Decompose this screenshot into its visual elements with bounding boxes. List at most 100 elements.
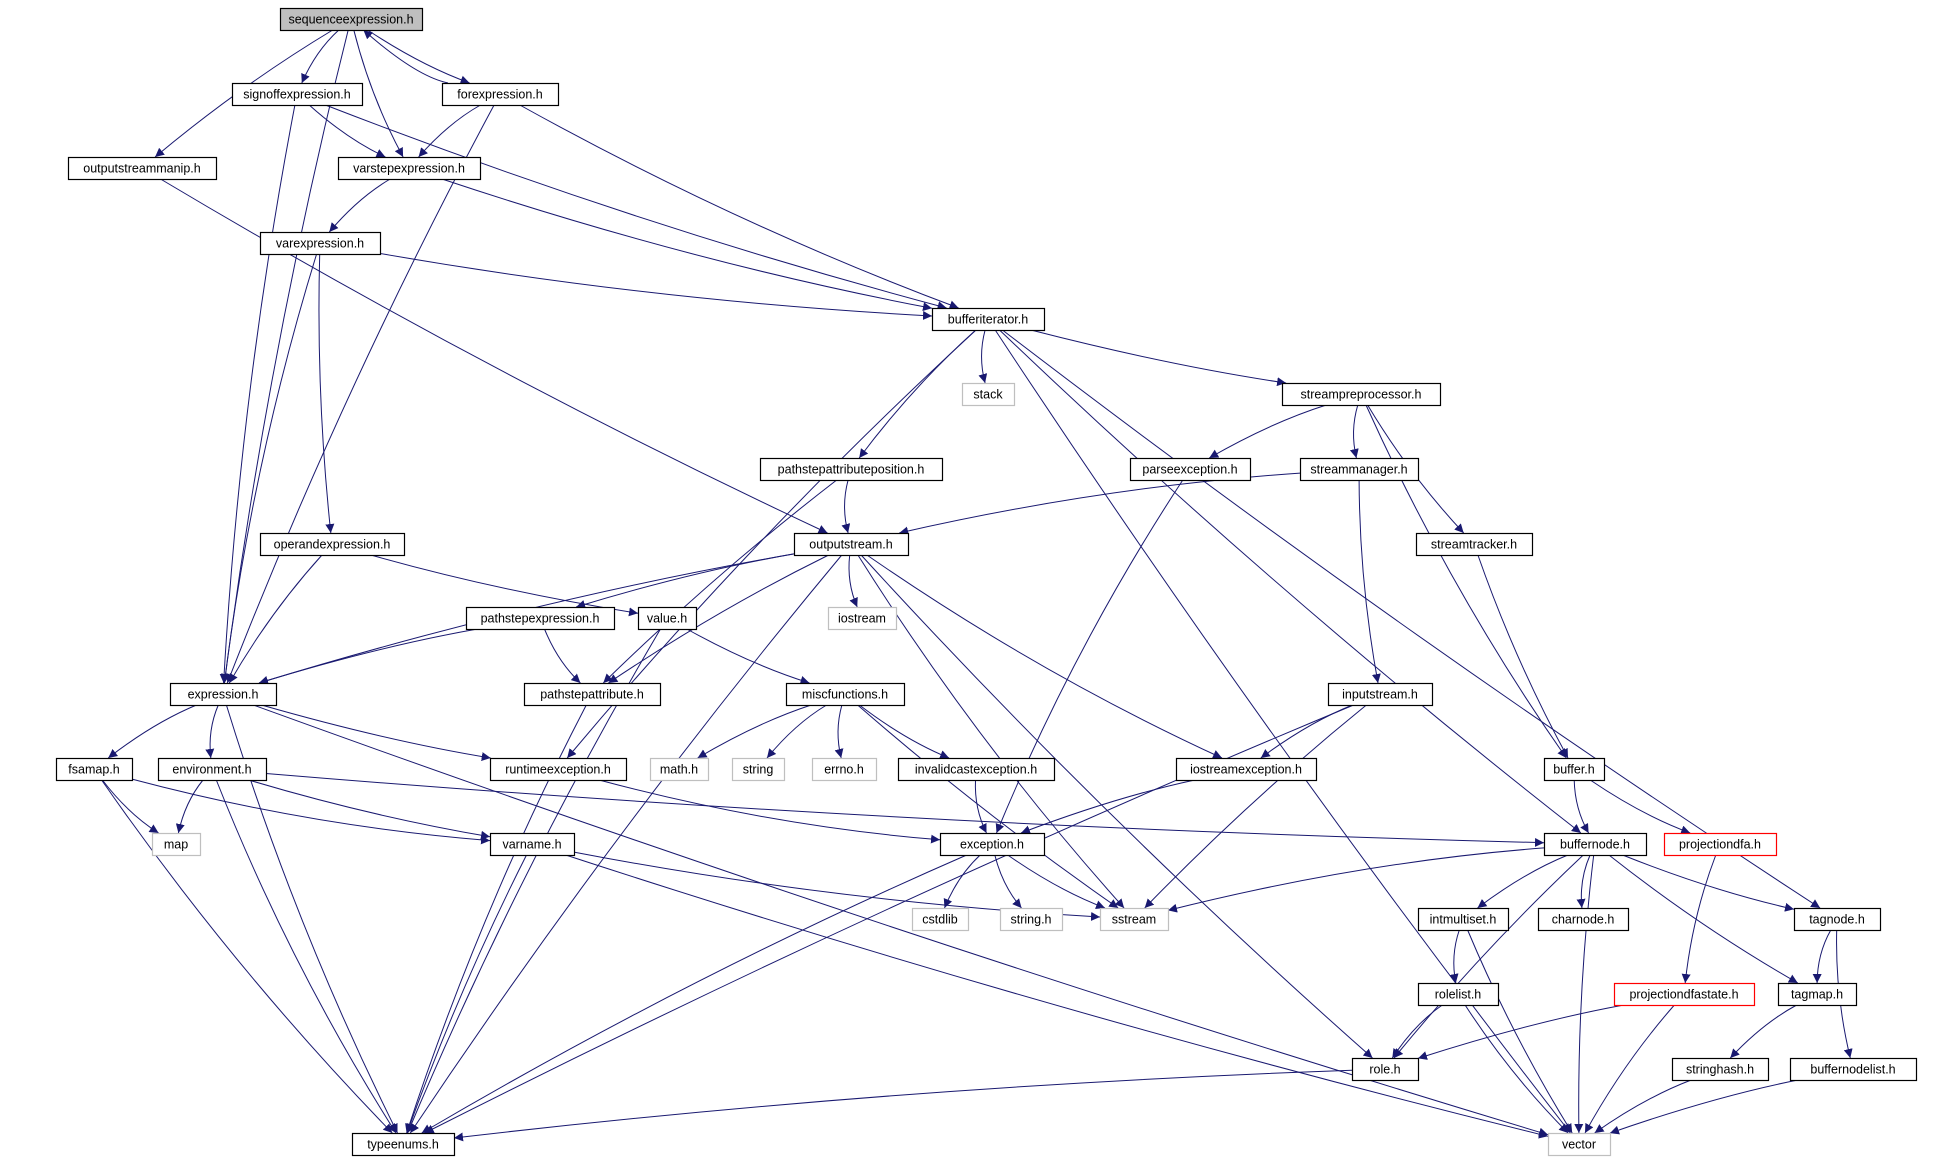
edge-expression-to-environment xyxy=(205,704,219,759)
node-projectiondfa-box xyxy=(1663,832,1778,857)
edge-streampreprocessor-to-parseexception xyxy=(1208,404,1327,459)
edge-sequenceexpression-to-expression xyxy=(221,29,349,684)
node-stringhash[interactable]: stringhash.h xyxy=(1671,1057,1770,1082)
node-map-label: map xyxy=(164,838,188,852)
node-parseexception[interactable]: parseexception.h xyxy=(1129,457,1252,482)
edge-outputstream-to-sstream xyxy=(857,554,1125,909)
node-iostreamexception-box xyxy=(1175,757,1318,782)
node-streamtracker-box xyxy=(1415,532,1534,557)
node-rolelist[interactable]: rolelist.h xyxy=(1417,982,1500,1007)
node-value[interactable]: value.h xyxy=(637,606,698,631)
node-tagnode-label: tagnode.h xyxy=(1809,913,1865,927)
node-projectiondfastate[interactable]: projectiondfastate.h xyxy=(1613,982,1756,1007)
dependency-edges xyxy=(101,29,1853,1142)
node-rolelist-label: rolelist.h xyxy=(1435,988,1482,1002)
edge-miscfunctions-to-invalidcastexception xyxy=(859,704,950,759)
node-map-box xyxy=(151,832,202,857)
node-fsamap[interactable]: fsamap.h xyxy=(55,757,134,782)
node-projectiondfa[interactable]: projectiondfa.h xyxy=(1663,832,1778,857)
edge-expression-to-fsamap xyxy=(107,704,197,759)
node-expression-label: expression.h xyxy=(188,688,259,702)
node-buffernode[interactable]: buffernode.h xyxy=(1543,832,1648,857)
edge-outputstream-to-typeenums xyxy=(409,554,843,1134)
node-projectiondfastate-box xyxy=(1613,982,1756,1007)
edge-varname-to-vector xyxy=(565,854,1549,1139)
edge-pathstepattributeposition-to-outputstream xyxy=(841,479,851,534)
node-environment[interactable]: environment.h xyxy=(157,757,268,782)
node-forexpression[interactable]: forexpression.h xyxy=(441,82,560,107)
node-streammanager[interactable]: streammanager.h xyxy=(1299,457,1420,482)
node-varstepexpression[interactable]: varstepexpression.h xyxy=(337,156,482,181)
edge-varexpression-to-operandexpression xyxy=(318,253,335,534)
edge-environment-to-map xyxy=(175,779,204,834)
node-invalidcastexception[interactable]: invalidcastexception.h xyxy=(897,757,1056,782)
edge-runtimeexception-to-exception xyxy=(598,779,941,844)
edge-varname-to-typeenums xyxy=(405,854,527,1134)
node-outputstream[interactable]: outputstream.h xyxy=(793,532,910,557)
node-buffernodelist-box xyxy=(1789,1057,1918,1082)
node-environment-label: environment.h xyxy=(172,763,251,777)
node-signoffexpression-box xyxy=(231,82,364,107)
node-outputstreammanip-label: outputstreammanip.h xyxy=(83,162,200,176)
edge-signoffexpression-to-expression xyxy=(219,104,296,684)
node-cstdlib-box xyxy=(911,907,970,932)
node-charnode[interactable]: charnode.h xyxy=(1537,907,1630,932)
node-tagmap-label: tagmap.h xyxy=(1791,988,1843,1002)
node-typeenums[interactable]: typeenums.h xyxy=(351,1132,456,1157)
edge-varexpression-to-bufferiterator xyxy=(379,253,933,321)
node-varname-label: varname.h xyxy=(502,838,561,852)
edge-operandexpression-to-value xyxy=(370,554,639,617)
edge-buffernode-to-sstream xyxy=(1167,847,1545,913)
edge-environment-to-varname xyxy=(248,779,491,840)
node-iostream: iostream xyxy=(827,606,898,631)
node-streamtracker[interactable]: streamtracker.h xyxy=(1415,532,1534,557)
node-expression[interactable]: expression.h xyxy=(169,682,278,707)
node-exception[interactable]: exception.h xyxy=(939,832,1046,857)
node-map: map xyxy=(151,832,202,857)
node-errno-label: errno.h xyxy=(824,763,864,777)
node-pathstepattributeposition[interactable]: pathstepattributeposition.h xyxy=(759,457,944,482)
node-pathstepattribute[interactable]: pathstepattribute.h xyxy=(523,682,662,707)
node-errno-box xyxy=(811,757,878,782)
node-buffernodelist[interactable]: buffernodelist.h xyxy=(1789,1057,1918,1082)
node-buffer[interactable]: buffer.h xyxy=(1543,757,1606,782)
node-bufferiterator[interactable]: bufferiterator.h xyxy=(931,307,1046,332)
node-stringhash-box xyxy=(1671,1057,1770,1082)
node-tagnode[interactable]: tagnode.h xyxy=(1793,907,1882,932)
node-outputstreammanip[interactable]: outputstreammanip.h xyxy=(67,156,218,181)
node-stringh: string.h xyxy=(999,907,1064,932)
node-invalidcastexception-label: invalidcastexception.h xyxy=(915,763,1037,777)
node-inputstream[interactable]: inputstream.h xyxy=(1327,682,1434,707)
edge-fsamap-to-typeenums xyxy=(101,779,393,1134)
node-vector: vector xyxy=(1547,1132,1612,1157)
edge-pathstepexpression-to-expression xyxy=(258,628,478,685)
node-stack-label: stack xyxy=(973,388,1003,402)
node-intmultiset-label: intmultiset.h xyxy=(1430,913,1497,927)
node-intmultiset[interactable]: intmultiset.h xyxy=(1417,907,1510,932)
node-sequenceexpression[interactable]: sequenceexpression.h xyxy=(279,7,424,32)
node-tagmap[interactable]: tagmap.h xyxy=(1777,982,1858,1007)
edge-forexpression-to-varstepexpression xyxy=(418,104,481,158)
edge-varstepexpression-to-bufferiterator xyxy=(441,178,933,312)
node-stack: stack xyxy=(961,382,1016,407)
edge-exception-to-typeenums xyxy=(421,854,967,1134)
node-streampreprocessor[interactable]: streampreprocessor.h xyxy=(1281,382,1442,407)
node-varexpression[interactable]: varexpression.h xyxy=(259,231,382,256)
node-streamtracker-label: streamtracker.h xyxy=(1431,538,1517,552)
node-typeenums-box xyxy=(351,1132,456,1157)
node-varname[interactable]: varname.h xyxy=(489,832,576,857)
node-pathstepexpression[interactable]: pathstepexpression.h xyxy=(465,606,616,631)
node-forexpression-box xyxy=(441,82,560,107)
node-errno: errno.h xyxy=(811,757,878,782)
node-expression-box xyxy=(169,682,278,707)
node-parseexception-label: parseexception.h xyxy=(1142,463,1237,477)
node-role[interactable]: role.h xyxy=(1351,1057,1420,1082)
node-runtimeexception[interactable]: runtimeexception.h xyxy=(489,757,628,782)
node-operandexpression[interactable]: operandexpression.h xyxy=(259,532,406,557)
node-signoffexpression[interactable]: signoffexpression.h xyxy=(231,82,364,107)
edge-sequenceexpression-to-varstepexpression xyxy=(353,29,404,158)
node-iostreamexception[interactable]: iostreamexception.h xyxy=(1175,757,1318,782)
node-miscfunctions[interactable]: miscfunctions.h xyxy=(785,682,906,707)
edge-pathstepattributeposition-to-pathstepattribute xyxy=(602,479,838,684)
node-value-label: value.h xyxy=(647,612,687,626)
